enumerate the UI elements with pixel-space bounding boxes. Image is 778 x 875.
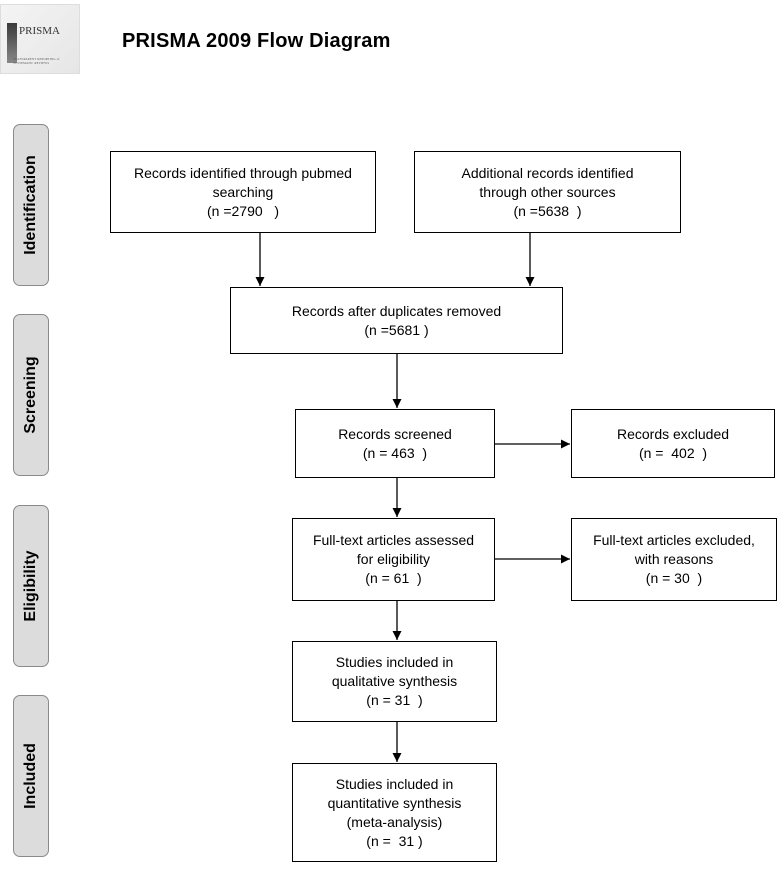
box-fulltext-assessed: Full-text articles assessed for eligibil… <box>292 518 495 601</box>
box-line: through other sources <box>479 183 616 200</box>
box-count: (n = 61 ) <box>365 570 422 586</box>
box-records-other-sources: Additional records identified through ot… <box>414 151 681 233</box>
box-fulltext-excluded: Full-text articles excluded, with reason… <box>571 518 777 601</box>
page-title: PRISMA 2009 Flow Diagram <box>122 30 391 52</box>
box-count: (n =5681 ) <box>364 321 429 338</box>
box-line: with reasons <box>634 551 714 567</box>
logo-wordmark: PRISMA <box>19 25 60 37</box>
box-line: Additional records identified <box>461 164 634 181</box>
box-line: quantitative synthesis <box>327 794 462 811</box>
box-count: (n =5638 ) <box>513 202 582 219</box>
box-count: (n = 31 ) <box>366 832 423 849</box>
box-line: Studies included in <box>335 775 454 792</box>
box-line: Full-text articles assessed <box>312 532 475 548</box>
box-line: qualitative synthesis <box>331 673 458 689</box>
box-count: (n =2790 ) <box>207 202 279 219</box>
phase-eligibility: Eligibility <box>13 505 49 667</box>
box-line: Studies included in <box>335 654 454 670</box>
box-line: for eligibility <box>356 551 431 567</box>
box-records-pubmed: Records identified through pubmed search… <box>110 151 376 233</box>
box-records-screened: Records screened (n = 463 ) <box>295 409 495 478</box>
box-line: Records identified through pubmed <box>134 164 352 181</box>
box-line: searching <box>212 183 274 200</box>
box-records-excluded: Records excluded (n = 402 ) <box>571 409 775 478</box>
box-count: (n = 402 ) <box>638 444 708 461</box>
logo-tagline: TRANSPARENT REPORTING of SYSTEMATIC REVI… <box>13 57 60 65</box>
logo-mark-icon <box>7 23 17 63</box>
phase-identification: Identification <box>13 124 49 286</box>
box-count: (n = 463 ) <box>362 444 428 461</box>
box-line: Records excluded <box>616 425 730 442</box>
prisma-logo: PRISMA TRANSPARENT REPORTING of SYSTEMAT… <box>0 4 80 74</box>
phase-screening: Screening <box>13 314 49 476</box>
box-count: (n = 31 ) <box>366 692 423 708</box>
box-count: (n = 30 ) <box>645 570 703 586</box>
box-line: (meta-analysis) <box>346 813 443 830</box>
box-line: Records after duplicates removed <box>291 302 502 319</box>
phase-included: Included <box>13 695 49 857</box>
box-qualitative-synthesis: Studies included in qualitative synthesi… <box>292 641 497 722</box>
box-line: Records screened <box>338 425 452 442</box>
box-quantitative-synthesis: Studies included in quantitative synthes… <box>292 763 497 862</box>
box-line: Full-text articles excluded, <box>593 532 755 548</box>
box-duplicates-removed: Records after duplicates removed (n =568… <box>230 287 563 354</box>
